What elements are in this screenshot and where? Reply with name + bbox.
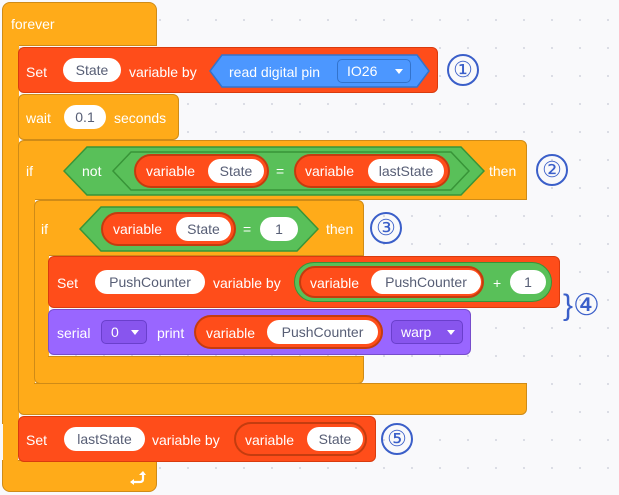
state-variable-field[interactable]: State (63, 58, 121, 82)
variable-label: variable (305, 163, 355, 179)
pushcounter-variable-field[interactable]: PushCounter (371, 270, 481, 294)
pushcounter-variable-field[interactable]: PushCounter (95, 270, 205, 294)
then-label: then (489, 163, 517, 179)
serial-port-dropdown[interactable]: 0 (101, 320, 147, 344)
variable-label: variable (146, 163, 196, 179)
equals-operator: = (243, 221, 252, 237)
set-label: Set (26, 432, 48, 448)
annotation-5: ⑤ (381, 423, 413, 455)
if-outer-arm (18, 198, 35, 384)
annotation-1: ① (447, 54, 479, 86)
if-label: if (26, 163, 33, 179)
wait-seconds-input[interactable]: 0.1 (64, 105, 106, 129)
annotation-3: ③ (370, 212, 402, 244)
forever-bottom[interactable] (2, 460, 157, 492)
compare-value-input[interactable]: 1 (260, 217, 298, 241)
chevron-down-icon (131, 330, 139, 335)
wait-label: wait (26, 110, 51, 126)
variable-label: variable (310, 275, 360, 291)
add-value-input[interactable]: 1 (510, 270, 546, 294)
equals-operator: = (276, 163, 285, 179)
then-label: then (326, 221, 354, 237)
if-inner-arm (34, 254, 49, 358)
print-mode-dropdown[interactable]: warp (391, 320, 463, 344)
serial-label: serial (57, 325, 91, 341)
variable-label: variable (245, 432, 295, 448)
read-digital-pin-label: read digital pin (229, 64, 321, 80)
print-label: print (157, 325, 185, 341)
variable-by-label: variable by (129, 64, 197, 80)
variable-by-label: variable by (152, 432, 220, 448)
annotation-4: }④ (563, 289, 600, 322)
if-inner-bottom[interactable] (34, 356, 364, 384)
set-label: Set (57, 275, 79, 291)
plus-operator: + (493, 275, 502, 291)
pushcounter-variable-field[interactable]: PushCounter (267, 320, 378, 344)
state-variable-field[interactable]: State (176, 217, 231, 241)
loop-arrow-icon (130, 471, 146, 485)
forever-arm (2, 44, 19, 424)
pin-dropdown[interactable]: IO26 (337, 59, 411, 83)
pin-value: IO26 (347, 63, 378, 79)
laststate-variable-field[interactable]: lastState (64, 427, 145, 451)
print-mode-value: warp (401, 324, 432, 340)
not-label: not (82, 163, 102, 179)
if-outer-bottom[interactable] (18, 383, 527, 415)
if-label: if (41, 221, 48, 237)
set-label: Set (26, 64, 48, 80)
serial-port-value: 0 (111, 324, 119, 340)
seconds-label: seconds (114, 110, 167, 126)
state-variable-field[interactable]: State (208, 159, 264, 183)
forever-label: forever (11, 16, 55, 32)
variable-label: variable (206, 325, 256, 341)
state-variable-field[interactable]: State (307, 427, 363, 451)
variable-label: variable (113, 221, 163, 237)
forever-block[interactable] (2, 2, 157, 46)
laststate-variable-field[interactable]: lastState (368, 159, 444, 183)
chevron-down-icon (447, 330, 455, 335)
chevron-down-icon (395, 69, 403, 74)
variable-by-label: variable by (213, 275, 281, 291)
annotation-2: ② (536, 154, 568, 186)
